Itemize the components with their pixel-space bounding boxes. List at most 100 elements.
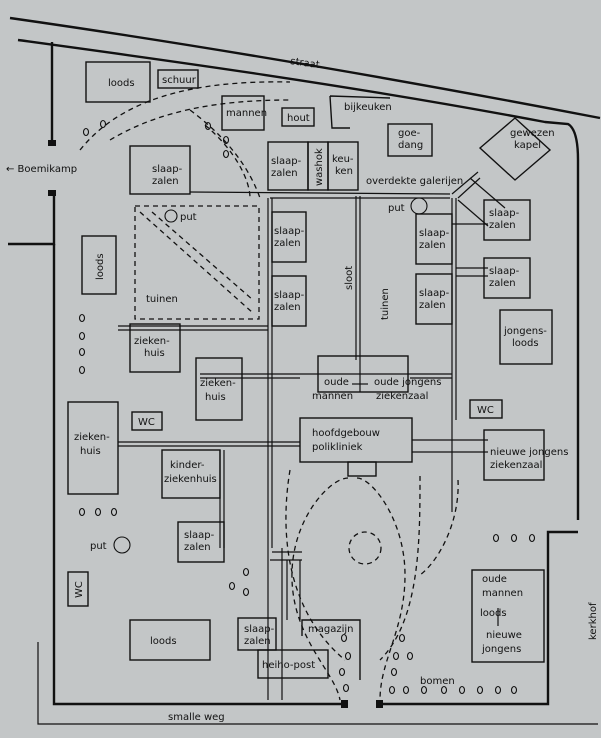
tree-icon bbox=[420, 685, 428, 695]
wood-shed bbox=[281, 107, 315, 127]
north-wall bbox=[17, 38, 580, 520]
label-old-men-se: oude bbox=[482, 574, 507, 585]
label-chapel: gewezen bbox=[510, 128, 555, 139]
label-men: mannen bbox=[226, 108, 267, 119]
goedang bbox=[387, 123, 433, 157]
old-men-new-boys-se bbox=[471, 569, 545, 663]
tree-icon bbox=[390, 667, 398, 677]
label-hospital-small: huis bbox=[144, 348, 165, 359]
label-well: put bbox=[90, 541, 107, 552]
tree-icon bbox=[222, 149, 230, 159]
label-sleep-nw: slaap- bbox=[152, 164, 183, 175]
sleep-halls-east-2 bbox=[483, 257, 531, 299]
tree-icon bbox=[494, 685, 502, 695]
label-new-boys-se: nieuwe bbox=[486, 630, 522, 641]
back-kitchen bbox=[329, 95, 391, 129]
hospital-big bbox=[67, 401, 119, 495]
label-hospital-mid: huis bbox=[205, 392, 226, 403]
label-wc-east: WC bbox=[477, 405, 494, 416]
warehouse bbox=[301, 619, 361, 680]
label-wc-west: WC bbox=[138, 417, 155, 428]
trees bbox=[78, 119, 536, 695]
label-street: straat bbox=[290, 56, 321, 71]
label-kitchen: keu- bbox=[332, 154, 354, 165]
tree-icon bbox=[342, 683, 350, 693]
tree-icon bbox=[510, 533, 518, 543]
label-sleep-r2: zalen bbox=[419, 300, 446, 311]
label-sleep-c2: zalen bbox=[274, 302, 301, 313]
buildings bbox=[67, 61, 553, 680]
shed-south bbox=[129, 619, 211, 661]
label-hospital-big: huis bbox=[80, 446, 101, 457]
label-hospital-small: zieken- bbox=[134, 336, 170, 347]
label-children-hospital: ziekenhuis bbox=[164, 474, 217, 485]
label-heiho-post: heiho-post bbox=[262, 660, 315, 671]
tree-icon bbox=[94, 507, 102, 517]
well-icon bbox=[410, 197, 428, 215]
south-wall-east bbox=[379, 530, 578, 706]
children-hospital bbox=[161, 449, 221, 499]
label-gardens-west: tuinen bbox=[146, 294, 178, 305]
sleep-halls-center-1 bbox=[271, 211, 307, 263]
tree-icon bbox=[228, 581, 236, 591]
path-north-4 bbox=[204, 124, 251, 199]
tree-icon bbox=[78, 507, 86, 517]
tree-icon bbox=[344, 651, 352, 661]
label-back-kitchen: bijkeuken bbox=[344, 102, 392, 113]
men-building bbox=[221, 95, 265, 131]
label-sleep-e2: slaap- bbox=[489, 266, 520, 277]
tree-icon bbox=[99, 119, 107, 129]
street-line bbox=[9, 16, 601, 120]
label-wood: hout bbox=[287, 113, 310, 124]
label-sleep-e1: slaap- bbox=[489, 208, 520, 219]
label-sleep-e2: zalen bbox=[489, 278, 516, 289]
tree-icon bbox=[492, 533, 500, 543]
label-sleep-r1: slaap- bbox=[419, 228, 450, 239]
wc-west bbox=[131, 411, 163, 431]
label-old-boys-ward: oude jongens bbox=[374, 377, 441, 388]
tree-icon bbox=[204, 121, 212, 131]
label-shed-south: loods bbox=[150, 636, 177, 647]
tree-icon bbox=[78, 347, 86, 357]
label-narrow-road: smalle weg bbox=[168, 712, 225, 723]
label-sleep-c1: slaap- bbox=[274, 226, 305, 237]
tree-icon bbox=[78, 331, 86, 341]
label-trees: bomen bbox=[420, 676, 455, 687]
boys-shed bbox=[499, 309, 553, 365]
shed-west bbox=[81, 235, 117, 295]
old-men-ward bbox=[317, 355, 409, 393]
main-building-porch bbox=[347, 461, 377, 477]
label-sleep-bottom: zalen bbox=[244, 636, 271, 647]
chapel bbox=[478, 117, 552, 181]
label-new-boys-ward: nieuwe jongens bbox=[490, 447, 568, 458]
hospital-small bbox=[129, 323, 181, 373]
label-warehouse: magazijn bbox=[308, 624, 354, 635]
label-sleep-c2: slaap- bbox=[274, 290, 305, 301]
sleep-halls-south bbox=[177, 521, 225, 563]
label-goedang: dang bbox=[398, 140, 423, 151]
label-sleep-e1: zalen bbox=[489, 220, 516, 231]
sleep-halls-nw bbox=[129, 145, 191, 195]
label-old-men-se: mannen bbox=[482, 588, 523, 599]
tree-icon bbox=[476, 685, 484, 695]
label-sleep-south: slaap- bbox=[184, 530, 215, 541]
label-children-hospital: kinder- bbox=[170, 460, 205, 471]
label-shed-se: loods bbox=[480, 608, 507, 619]
main-building bbox=[299, 417, 413, 463]
west-wall-south bbox=[52, 244, 345, 706]
tree-icon bbox=[528, 533, 536, 543]
label-camp: ← Boemikamp bbox=[6, 164, 77, 175]
label-cemetery: kerkhof bbox=[588, 602, 599, 640]
label-sleep-nw: zalen bbox=[152, 176, 179, 187]
central-plaza bbox=[348, 531, 382, 565]
label-sleep-c1: zalen bbox=[274, 238, 301, 249]
hospital-mid bbox=[195, 357, 243, 421]
sleep-halls-right-1 bbox=[415, 213, 453, 265]
label-old-men: oude bbox=[324, 377, 349, 388]
tree-icon bbox=[392, 651, 400, 661]
label-new-boys-se: jongens bbox=[481, 644, 521, 655]
well-icon bbox=[164, 209, 178, 223]
gate-post bbox=[48, 140, 56, 146]
label-well: put bbox=[180, 212, 197, 223]
